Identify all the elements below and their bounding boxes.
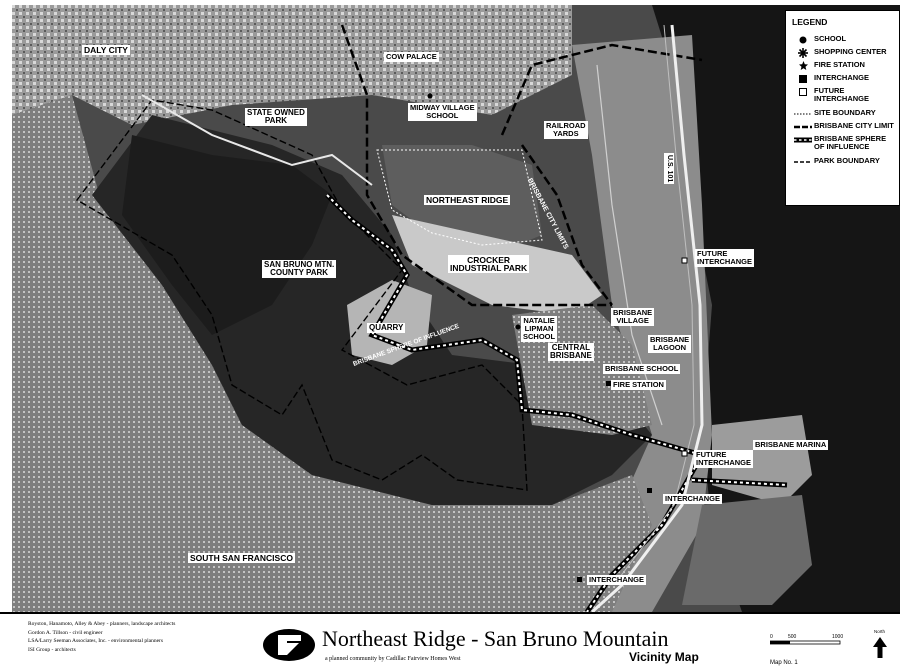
legend-row-park-boundary: PARK BOUNDARY xyxy=(792,157,899,166)
north-label: North xyxy=(874,629,886,634)
label-northeast-ridge: NORTHEAST RIDGE xyxy=(424,195,511,205)
legend-row-shopping: SHOPPING CENTER xyxy=(792,47,899,58)
school-marker xyxy=(515,324,521,330)
cadillac-fairview-logo-icon xyxy=(263,629,315,661)
scale-bar: 0 500 1000 xyxy=(770,634,843,645)
credit-line: Royston, Hanamoto, Alley & Abey - planne… xyxy=(28,621,176,627)
label-brisbane-marina: BRISBANE MARINA xyxy=(753,440,829,450)
credit-line: ISI Group - architects xyxy=(28,646,76,653)
school-icon xyxy=(792,35,814,44)
label-railroad-yards: RAILROAD YARDS xyxy=(544,121,588,139)
legend-row-site-boundary: SITE BOUNDARY xyxy=(792,109,899,118)
legend-label: BRISBANE SPHERE OF INFLUENCE xyxy=(814,134,887,151)
label-south-sf: SOUTH SAN FRANCISCO xyxy=(188,553,295,563)
label-state-owned-park: STATE OWNED PARK xyxy=(245,108,307,126)
fire-station-marker xyxy=(606,381,611,386)
scale-tick-label: 500 xyxy=(788,634,797,640)
legend-label: SITE BOUNDARY xyxy=(814,108,876,117)
future-interchange-marker xyxy=(681,450,688,457)
label-san-bruno-mtn: SAN BRUNO MTN. COUNTY PARK xyxy=(262,260,337,278)
shopping-center-icon xyxy=(792,47,814,58)
title-block: Royston, Hanamoto, Alley & Abey - planne… xyxy=(0,612,900,672)
park-boundary-line-icon xyxy=(792,157,814,166)
legend-label: INTERCHANGE xyxy=(814,73,870,82)
scale-tick-label: 1000 xyxy=(832,634,843,640)
legend-label: PARK BOUNDARY xyxy=(814,156,880,165)
label-crocker: CROCKER INDUSTRIAL PARK xyxy=(448,255,530,273)
scale-tick-label: 0 xyxy=(770,634,773,640)
legend-label: SHOPPING CENTER xyxy=(814,47,887,56)
label-brisbane-lagoon: BRISBANE LAGOON xyxy=(648,335,692,353)
label-interchange-1: INTERCHANGE xyxy=(663,494,723,504)
site-boundary-line-icon xyxy=(792,109,814,118)
future-interchange-marker xyxy=(681,257,688,264)
map-number: Map No. 1 xyxy=(770,660,798,666)
interchange-marker xyxy=(577,577,582,582)
interchange-icon xyxy=(792,74,814,83)
legend-label: BRISBANE CITY LIMIT xyxy=(814,121,894,130)
vicinity-map-title: Vicinity Map xyxy=(629,650,699,664)
label-central-brisbane: CENTRAL BRISBANE xyxy=(548,343,594,361)
map-subtitle: a planned community by Cadillac Fairview… xyxy=(325,656,461,662)
label-brisbane-school: BRISBANE SCHOOL xyxy=(603,364,681,374)
fire-station-icon xyxy=(792,61,814,70)
legend-row-interchange: INTERCHANGE xyxy=(792,74,899,83)
north-arrow-icon: North xyxy=(873,629,887,658)
legend-row-sphere: BRISBANE SPHERE OF INFLUENCE xyxy=(792,135,899,153)
credit-line: LSA/Larry Seeman Associates, Inc. - envi… xyxy=(28,638,164,644)
school-marker xyxy=(427,93,433,99)
legend-label: SCHOOL xyxy=(814,34,847,43)
label-future-interchange-2: FUTURE INTERCHANGE xyxy=(694,450,754,468)
map-title: Northeast Ridge - San Bruno Mountain xyxy=(322,626,669,651)
label-fire-station: FIRE STATION xyxy=(611,380,666,390)
label-daly-city: DALY CITY xyxy=(82,45,130,55)
city-limit-line-icon xyxy=(792,122,814,131)
credits: Royston, Hanamoto, Alley & Abey - planne… xyxy=(28,620,175,654)
future-interchange-icon xyxy=(792,87,814,96)
aerial-map: DALY CITY COW PALACE STATE OWNED PARK MI… xyxy=(12,5,900,612)
label-us-101: U.S. 101 xyxy=(664,153,674,185)
legend-label: FIRE STATION xyxy=(814,60,865,69)
legend-row-school: SCHOOL xyxy=(792,35,899,44)
label-interchange-2: INTERCHANGE xyxy=(587,575,647,585)
sphere-of-influence-line-icon xyxy=(792,135,814,144)
legend-row-city-limit: BRISBANE CITY LIMIT xyxy=(792,122,899,131)
legend-row-fire: FIRE STATION xyxy=(792,61,899,70)
credit-line: Gordon A. Tillson - civil engineer xyxy=(28,629,103,636)
label-midway-village-school: MIDWAY VILLAGE SCHOOL xyxy=(408,103,477,121)
label-natalie-lipman: NATALIE LIPMAN SCHOOL xyxy=(521,316,558,342)
label-quarry: QUARRY xyxy=(367,323,406,333)
legend: LEGEND SCHOOL SHOPPING CENTER FIRE STATI… xyxy=(785,10,900,206)
interchange-marker xyxy=(647,488,652,493)
label-future-interchange-1: FUTURE INTERCHANGE xyxy=(695,249,755,267)
label-brisbane-village: BRISBANE VILLAGE xyxy=(611,308,655,326)
legend-label: FUTURE INTERCHANGE xyxy=(814,86,870,103)
legend-title: LEGEND xyxy=(792,17,828,27)
legend-row-future-interchange: FUTURE INTERCHANGE xyxy=(792,87,899,105)
map-terrain xyxy=(12,5,900,612)
label-cow-palace: COW PALACE xyxy=(384,52,439,62)
